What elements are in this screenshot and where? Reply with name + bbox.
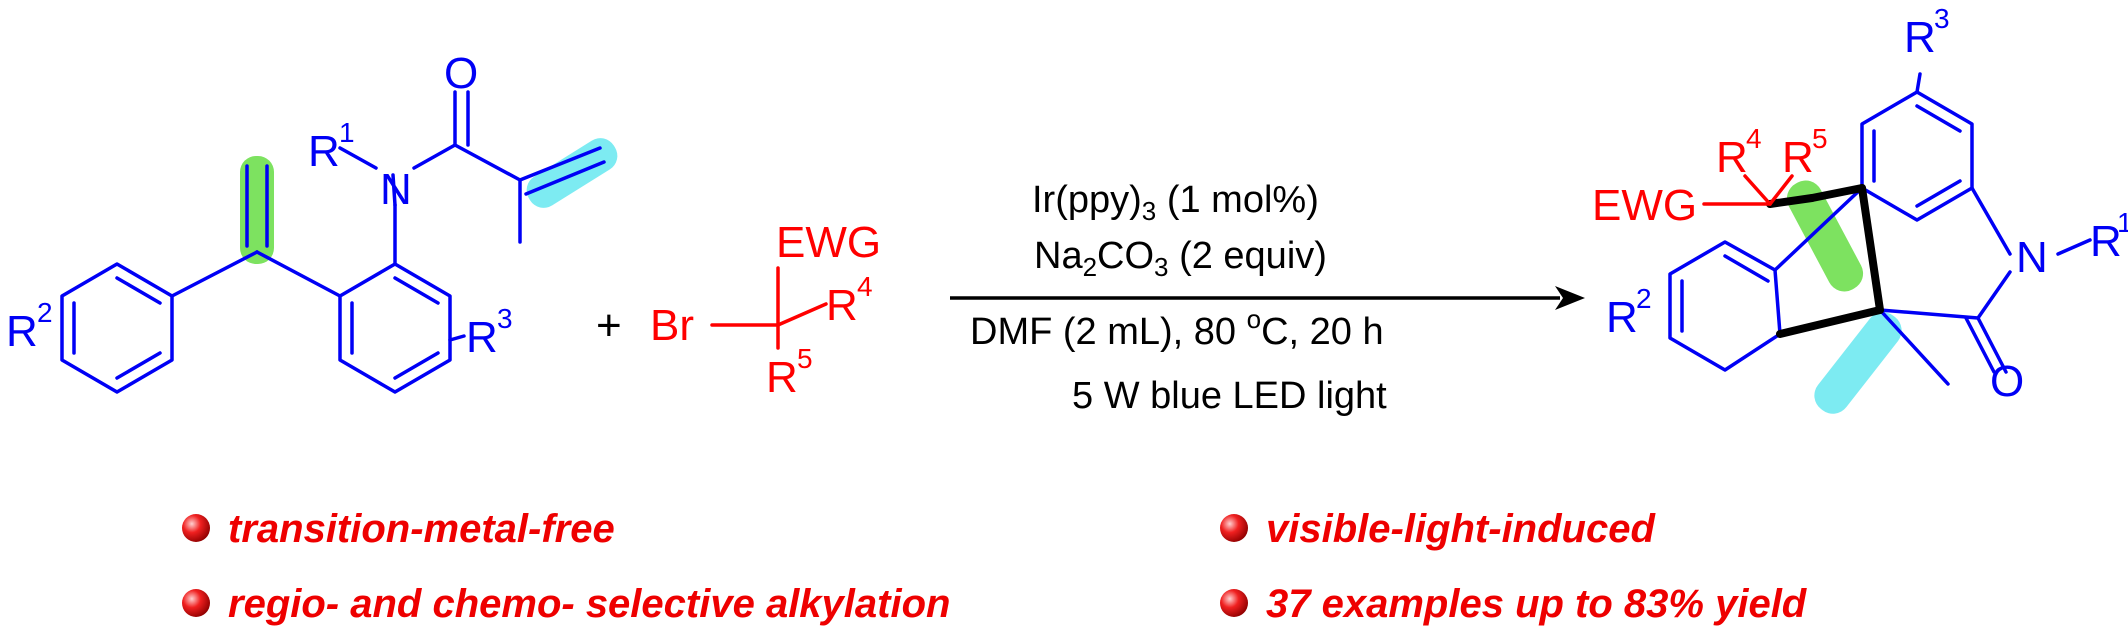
reaction-arrow-head bbox=[1555, 286, 1585, 310]
reactant-1: O N R 1 R 2 R 3 bbox=[6, 49, 618, 394]
amide-oxygen-label: O bbox=[444, 49, 478, 98]
product-nitrogen-label: N bbox=[2016, 233, 2048, 282]
product-r3-superscript: 3 bbox=[1934, 3, 1950, 34]
catalyst-name: Ir(ppy) bbox=[1032, 179, 1142, 221]
amide-nitrogen-label: N bbox=[380, 165, 412, 214]
base-equiv: (2 equiv) bbox=[1169, 235, 1327, 277]
solvent-temp: DMF (2 mL), 80 bbox=[970, 311, 1247, 353]
aniline-ring bbox=[338, 262, 452, 394]
r3-superscript: 3 bbox=[497, 303, 513, 334]
base-subscript-2: 3 bbox=[1154, 252, 1168, 282]
bullet-ball-icon bbox=[182, 514, 210, 542]
product-r4-superscript: 4 bbox=[1746, 123, 1762, 154]
solvent-time: C, 20 h bbox=[1261, 311, 1384, 353]
alkene-highlight-cyan bbox=[526, 138, 618, 208]
product-r1-label: R bbox=[2090, 217, 2122, 266]
product-r1-superscript: 1 bbox=[2117, 207, 2128, 238]
bullet-ball-icon bbox=[182, 589, 210, 617]
product-spiro-compound: EWG R 4 R 5 R 3 R 2 N R 1 O bbox=[1592, 3, 2128, 414]
r5-superscript: 5 bbox=[797, 343, 813, 374]
r4-superscript: 4 bbox=[857, 271, 873, 302]
feature-item: transition-metal-free bbox=[182, 507, 615, 551]
product-indane-ring bbox=[1668, 240, 1782, 372]
product-oxygen-label: O bbox=[1990, 357, 2024, 406]
feature-text: regio- and chemo- selective alkylation bbox=[228, 582, 950, 626]
base-na: Na bbox=[1034, 235, 1083, 277]
svg-text:Ir(ppy)3 (1 mol%): Ir(ppy)3 (1 mol%) bbox=[1032, 179, 1319, 226]
r1-label: R bbox=[308, 127, 340, 176]
feature-item: 37 examples up to 83% yield bbox=[1220, 582, 1808, 626]
catalyst-loading: (1 mol%) bbox=[1156, 179, 1319, 221]
feature-list: transition-metal-free regio- and chemo- … bbox=[182, 507, 1808, 626]
feature-item: regio- and chemo- selective alkylation bbox=[182, 582, 950, 626]
product-r2-superscript: 2 bbox=[1636, 283, 1652, 314]
feature-text: 37 examples up to 83% yield bbox=[1266, 582, 1808, 626]
bullet-ball-icon bbox=[1220, 514, 1248, 542]
product-r5-superscript: 5 bbox=[1812, 123, 1828, 154]
product-r3-label: R bbox=[1904, 13, 1936, 62]
degree-superscript: o bbox=[1247, 304, 1261, 334]
feature-item: visible-light-induced bbox=[1220, 507, 1656, 551]
light-source: 5 W blue LED light bbox=[1072, 375, 1387, 417]
reaction-conditions: Ir(ppy)3 (1 mol%) Na2CO3 (2 equiv) DMF (… bbox=[950, 179, 1585, 417]
feature-text: visible-light-induced bbox=[1266, 507, 1656, 551]
feature-text: transition-metal-free bbox=[228, 507, 615, 551]
plus-sign: + bbox=[596, 301, 622, 350]
catalyst-subscript: 3 bbox=[1142, 196, 1156, 226]
r2-label: R bbox=[6, 307, 38, 356]
base-co: CO bbox=[1097, 235, 1154, 277]
ewg-label: EWG bbox=[776, 218, 881, 267]
bromine-label: Br bbox=[650, 301, 694, 350]
r2-superscript: 2 bbox=[37, 297, 53, 328]
base-subscript-1: 2 bbox=[1083, 252, 1097, 282]
svg-text:Na2CO3 (2 equiv): Na2CO3 (2 equiv) bbox=[1034, 235, 1327, 282]
r1-superscript: 1 bbox=[339, 117, 355, 148]
product-r2-label: R bbox=[1606, 293, 1638, 342]
product-ewg-label: EWG bbox=[1592, 181, 1697, 230]
product-r4-label: R bbox=[1716, 133, 1748, 182]
left-phenyl-ring bbox=[60, 262, 174, 394]
product-top-ring bbox=[1860, 90, 1974, 222]
product-highlight-cyan bbox=[1814, 312, 1902, 414]
r4-label: R bbox=[826, 281, 858, 330]
r5-label: R bbox=[766, 353, 798, 402]
reactant-2-alkyl-bromide: Br EWG R 4 R 5 bbox=[650, 218, 881, 402]
r3-label: R bbox=[466, 313, 498, 362]
svg-text:DMF (2 mL), 80 oC, 20 h: DMF (2 mL), 80 oC, 20 h bbox=[970, 304, 1384, 353]
product-highlight-green bbox=[1786, 180, 1864, 292]
alkene-highlight-green bbox=[240, 156, 274, 264]
product-r5-label: R bbox=[1782, 133, 1814, 182]
bullet-ball-icon bbox=[1220, 589, 1248, 617]
